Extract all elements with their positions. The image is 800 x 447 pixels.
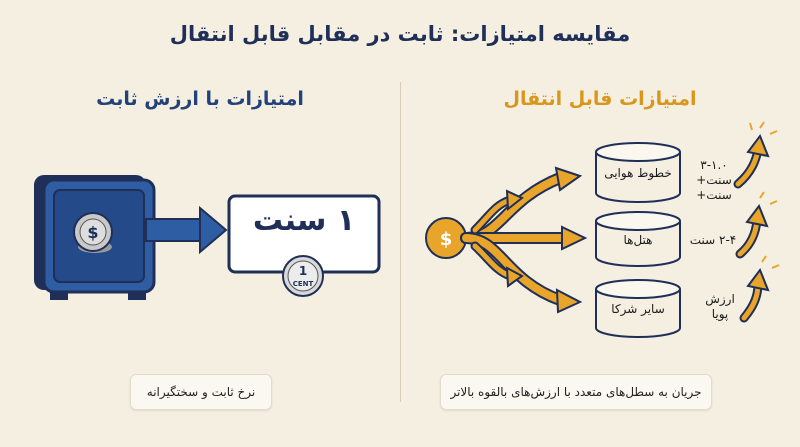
center-divider — [400, 82, 401, 402]
tier-other-rate: ارزش پویا — [705, 292, 735, 321]
svg-text:$: $ — [87, 223, 98, 242]
up-arrow-dynamic-icon — [739, 255, 780, 323]
fixed-flow-arrow-icon — [145, 205, 228, 255]
tier-airlines-name: خطوط هوایی — [604, 166, 672, 180]
up-arrow-airlines-icon — [733, 121, 778, 189]
cent-coin-unit: CENT — [292, 280, 314, 288]
tier-hotels-rate: ۲-۴ سنت — [689, 233, 737, 247]
tier-other-name: سایر شرکا — [611, 302, 665, 316]
page-title: مقایسه امتیازات: ثابت در مقابل قابل انتق… — [169, 22, 631, 46]
tier-airlines-rate: ۳-۱.۰ سنت+ سنت+ — [696, 158, 732, 202]
transferable-caption: جریان به سطل‌های متعدد با ارزش‌های بالقو… — [440, 374, 712, 410]
cent-coin-icon — [282, 255, 324, 297]
bucket-hotels — [595, 211, 681, 267]
up-arrow-hotels-icon — [735, 191, 778, 259]
fixed-points-heading: امتیازات با ارزش ثابت — [96, 88, 304, 110]
flow-arrowheads — [505, 166, 588, 314]
dollar-coin-icon: $ — [73, 212, 113, 253]
fixed-value-label: ۱ سنت — [252, 203, 356, 238]
transferable-points-heading: امتیازات قابل انتقال — [503, 88, 697, 110]
fixed-caption: نرخ ثابت و سختگیرانه — [130, 374, 272, 410]
cent-coin-value: 1 — [298, 264, 308, 278]
svg-text:$: $ — [440, 229, 453, 250]
tier-hotels-name: هتل‌ها — [623, 233, 653, 247]
bucket-other-partners — [595, 279, 681, 338]
bucket-airlines — [595, 142, 681, 203]
